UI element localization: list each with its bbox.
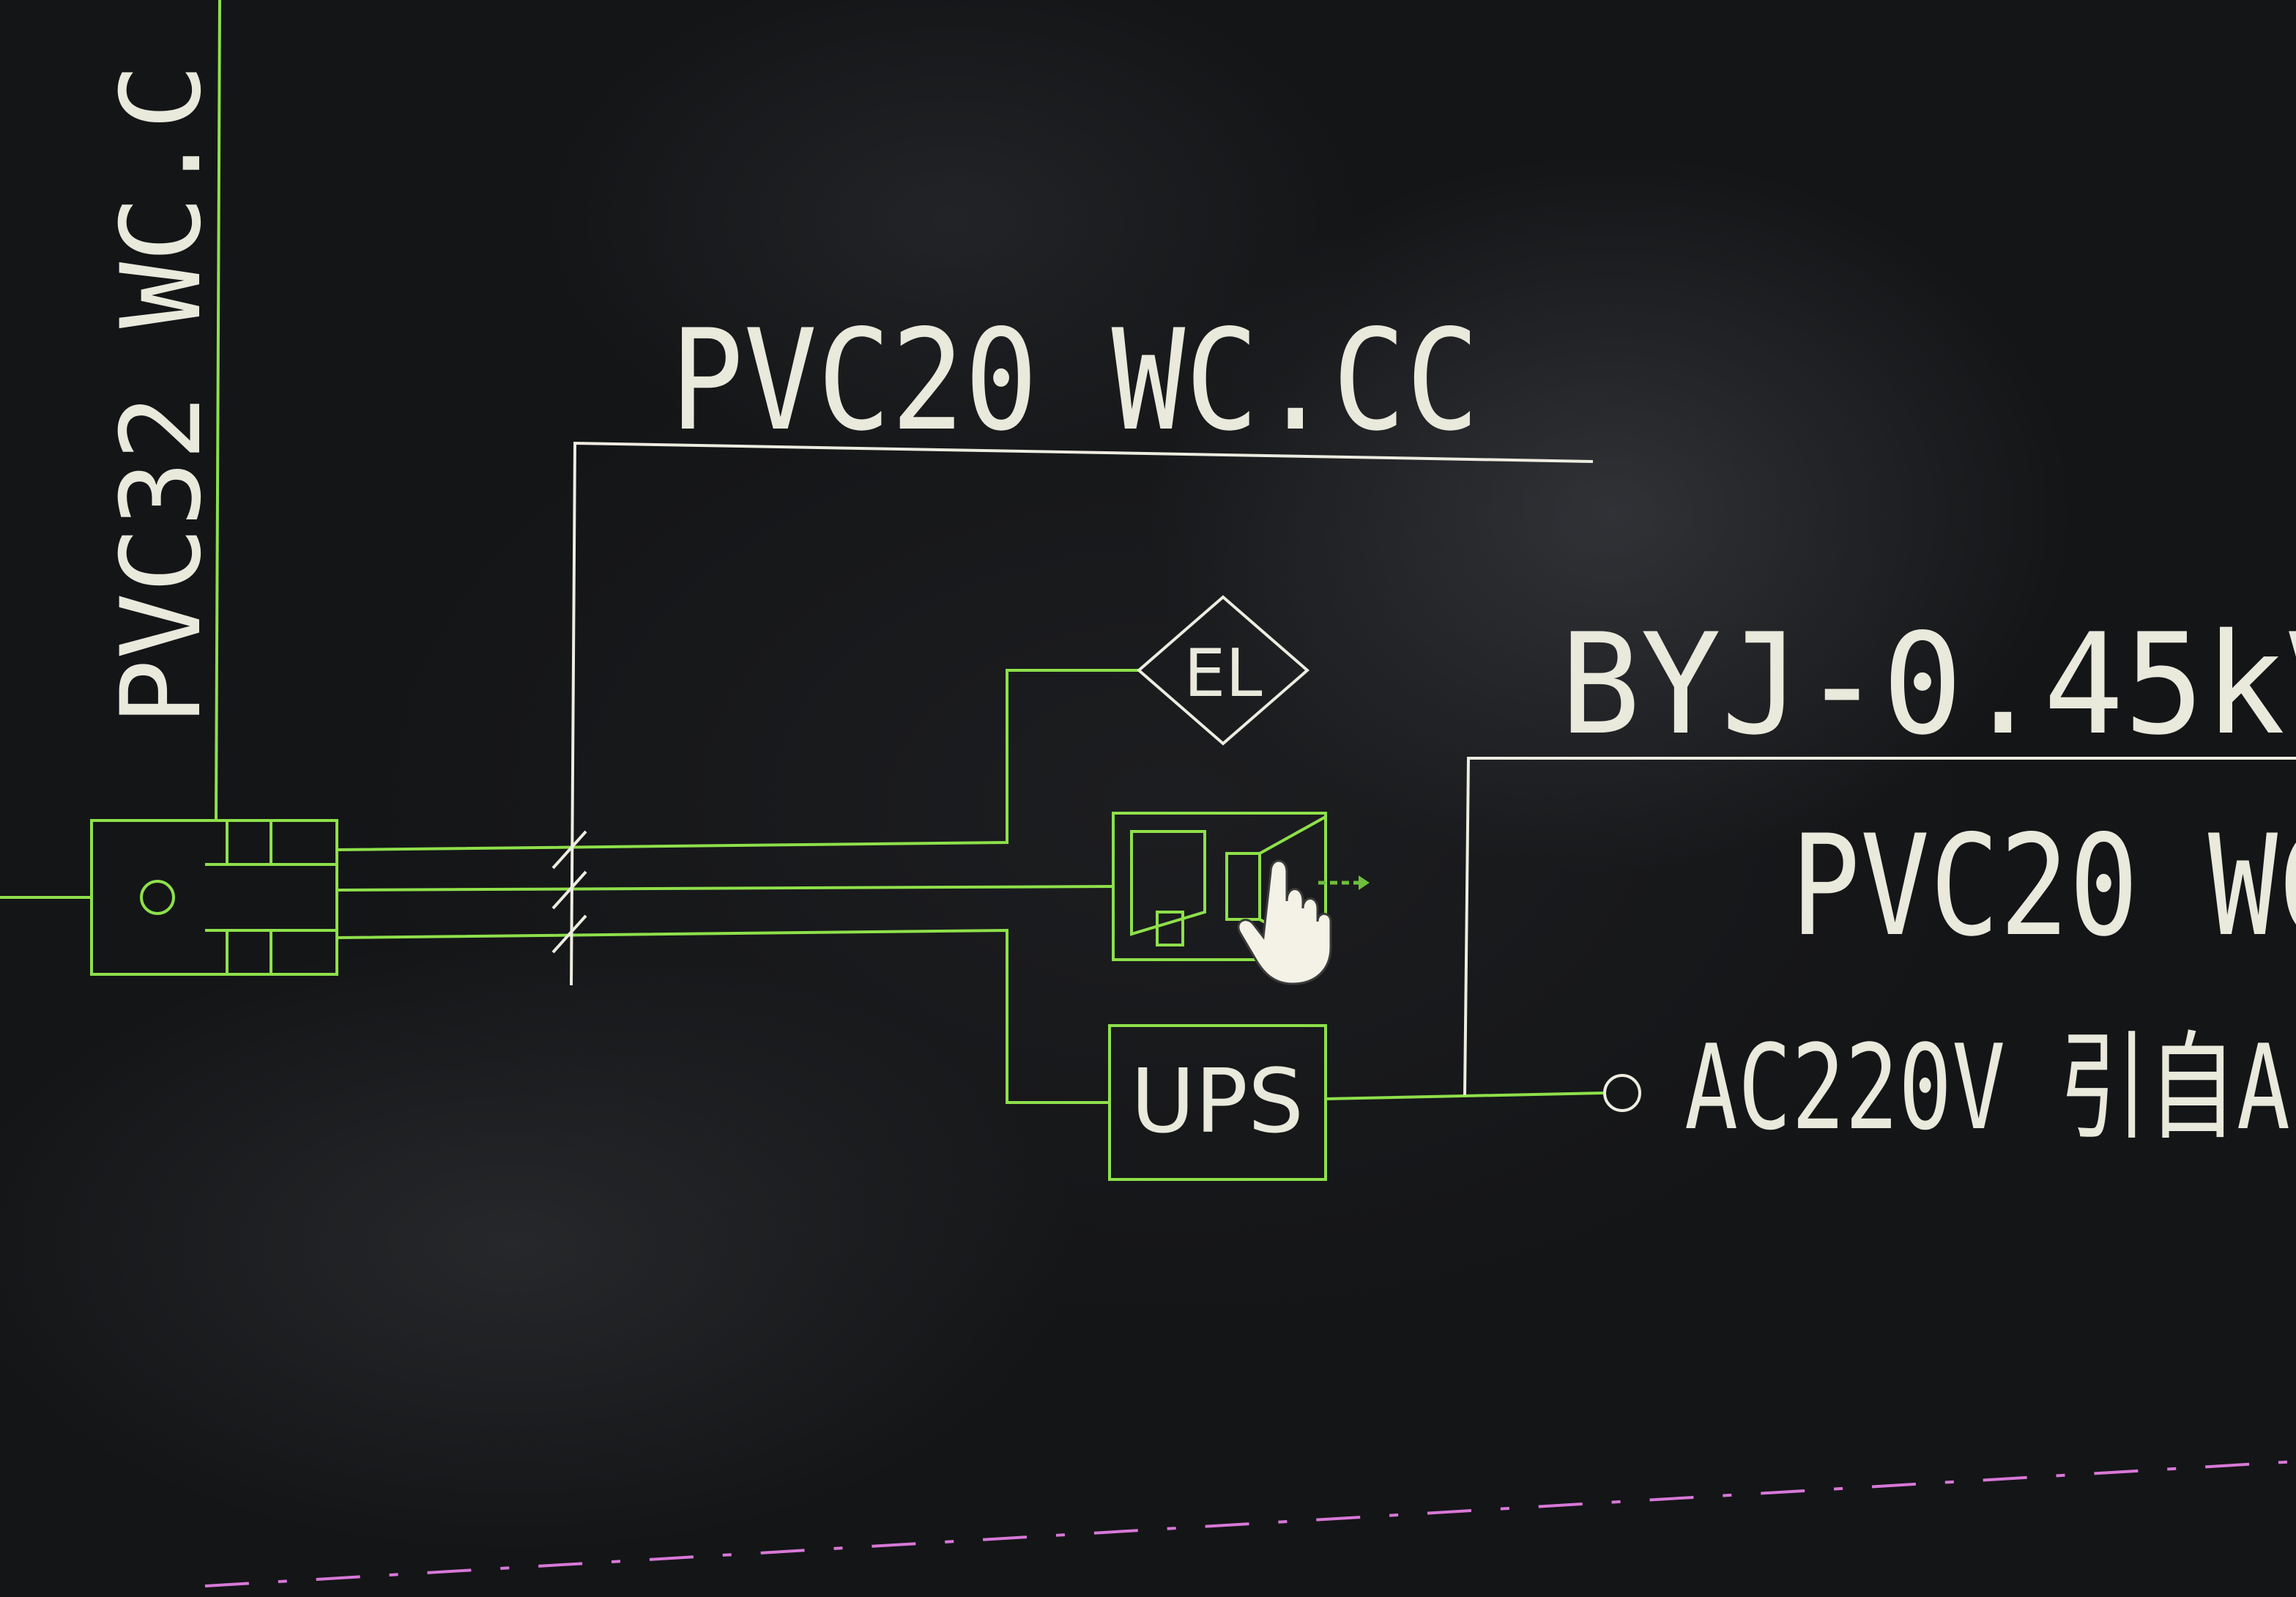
supply-label: AC220V 引自Al [1684, 1019, 2296, 1156]
emergency-light-symbol[interactable]: EL [1136, 595, 1310, 746]
wire-ticks [551, 830, 587, 954]
ups-label: UPS [1131, 1051, 1304, 1153]
supply-terminal[interactable] [1603, 1074, 1641, 1112]
main-vertical-wire [215, 0, 221, 821]
emergency-light-label: EL [1184, 635, 1262, 712]
cable-spec-label: BYJ-0.45kV [1560, 604, 2296, 766]
junction-box[interactable] [90, 819, 338, 976]
boundary-dashed-line [204, 1460, 2296, 1587]
ups-symbol[interactable]: UPS [1108, 1024, 1327, 1181]
hand-cursor-icon [1237, 859, 1370, 985]
conduit-top-label: PVC20 WC.CC [670, 300, 1479, 462]
conduit-right-label: PVC20 WC [1791, 805, 2296, 967]
conduit-top-line [570, 441, 1594, 986]
cable-spec-line [1463, 757, 2296, 1096]
conduit-main-vertical-label: PVC32 WC.C [98, 64, 226, 725]
output-wires [336, 669, 1139, 1104]
ups-output-wire [1325, 1092, 1605, 1100]
